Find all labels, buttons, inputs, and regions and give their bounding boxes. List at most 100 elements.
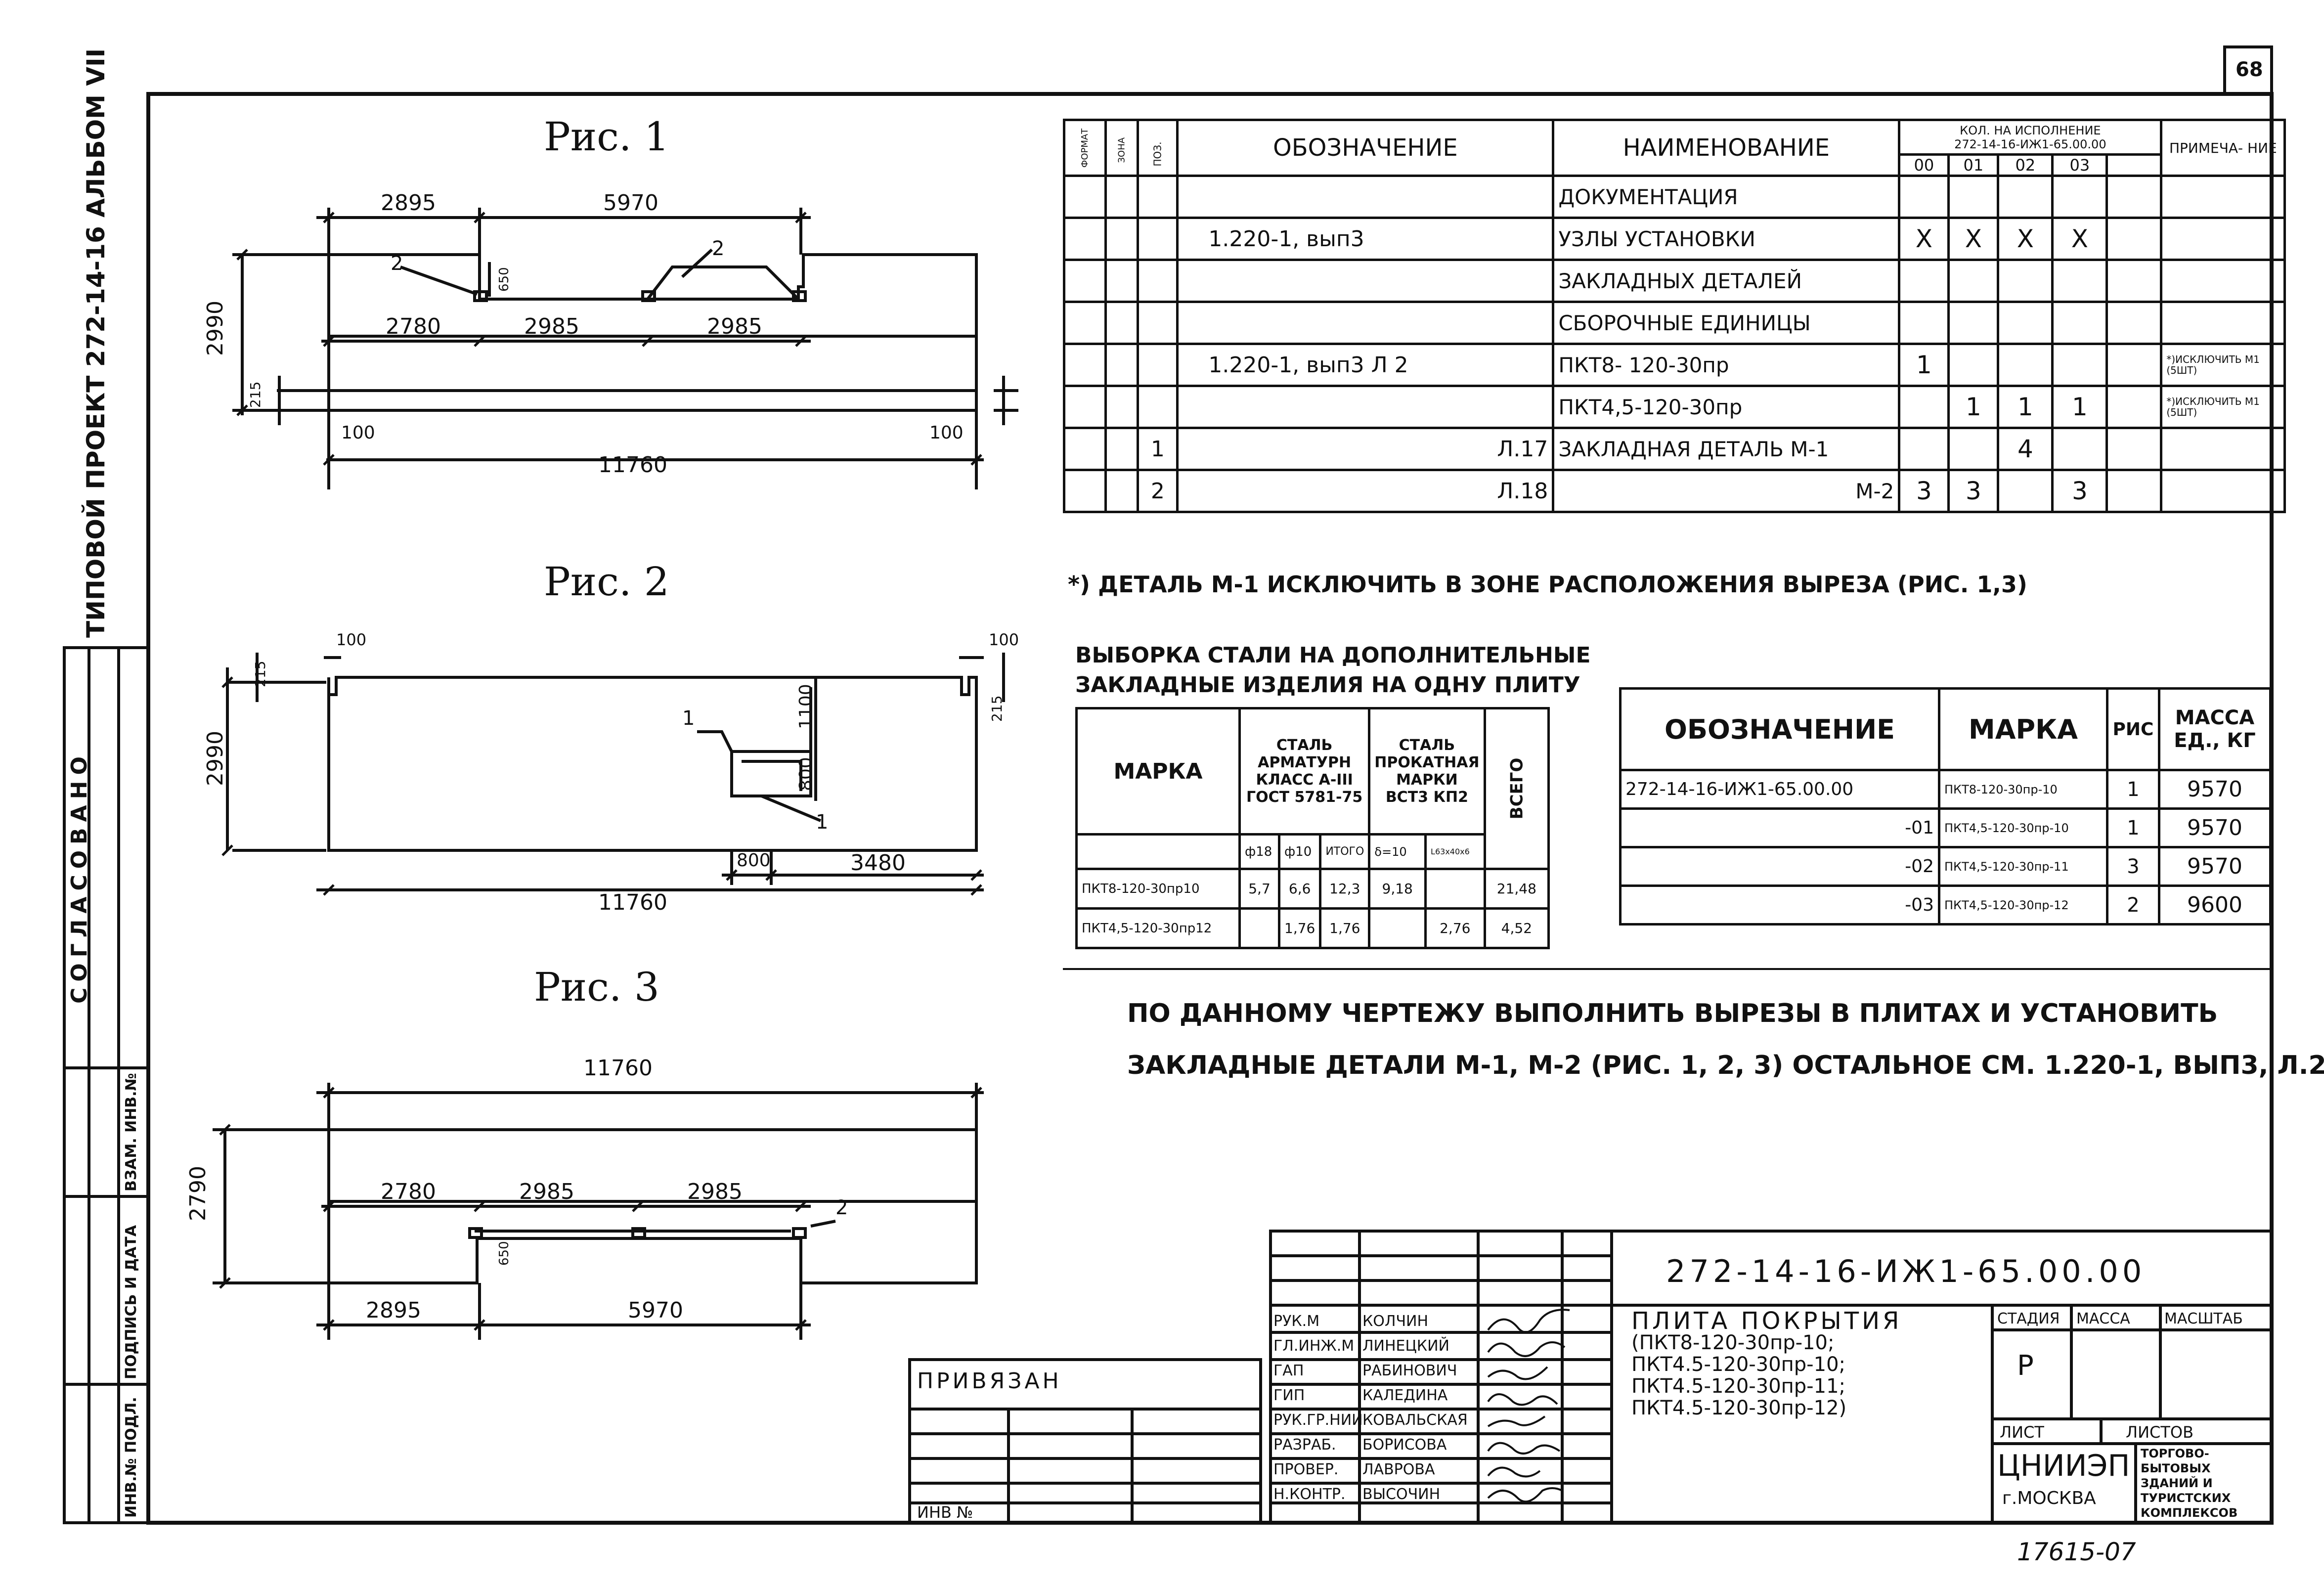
spec-cell-pos	[1137, 175, 1179, 219]
spec-cell-designation	[1176, 175, 1555, 219]
strip-label-inv-original: ИНВ.№ ПОДЛ.	[123, 1397, 140, 1518]
stage-value: Р	[2017, 1350, 2034, 1382]
privyazan-inv: ИНВ №	[917, 1503, 973, 1522]
spec-cell-qty-01	[1947, 175, 2000, 219]
spec-cell-qty-02	[1997, 175, 2054, 219]
mass-table: ОБОЗНАЧЕНИЕ МАРКА РИС МАССА ЕД., КГ 272-…	[1619, 687, 2272, 926]
steel-title-2: ЗАКЛАДНЫЕ ИЗДЕЛИЯ НА ОДНУ ПЛИТУ	[1075, 672, 1580, 698]
mass-cell-weight: 9570	[2158, 807, 2272, 848]
staff-role: ПРОВЕР.	[1273, 1461, 1339, 1478]
figure1-dim-2895: 2895	[381, 190, 436, 216]
sheet-header: ЛИСТ	[2000, 1423, 2044, 1442]
figure1-dim-height: 2990	[203, 301, 228, 356]
spec-header-name: НАИМЕНОВАНИЕ	[1552, 119, 1901, 177]
spec-cell-qty-extra	[2105, 427, 2163, 471]
spec-cell-designation: 1.220-1, вып3 Л 2	[1176, 343, 1555, 387]
figure2-dim-3480: 3480	[850, 850, 906, 876]
doc-name: ПЛИТА ПОКРЫТИЯ (ПКТ8-120-30пр-10; ПКТ4.5…	[1631, 1307, 1902, 1419]
steel-cell-value: 1,76	[1277, 907, 1322, 949]
spec-cell-qty-extra	[2105, 217, 2163, 261]
doc-name-line-2: (ПКТ8-120-30пр-10;	[1631, 1331, 1835, 1354]
spec-cell-qty-extra	[2105, 385, 2163, 429]
spec-header-zone: ЗОНА	[1104, 119, 1140, 177]
spec-cell-qty-03: X	[2051, 217, 2108, 261]
spec-cell-designation: Л.18	[1176, 469, 1555, 513]
steel-cell-value: 6,6	[1277, 868, 1322, 910]
figure2-dim-length: 11760	[598, 890, 667, 915]
copy-number: 17615-07	[2017, 1538, 2136, 1566]
spec-cell-qty-00	[1898, 175, 1950, 219]
org-desc-line-2: БЫТОВЫХ	[2141, 1461, 2211, 1475]
steel-cell-value	[1368, 907, 1427, 949]
steel-sub-angle: L63x40x6	[1424, 833, 1486, 870]
steel-cell-mark: ПКТ4,5-120-30пр12	[1075, 907, 1241, 949]
staff-name: РАБИНОВИЧ	[1362, 1362, 1457, 1379]
spec-cell-qty-00: 1	[1898, 343, 1950, 387]
mass-cell-fig: 1	[2106, 769, 2160, 810]
spec-cell-note	[2160, 259, 2286, 303]
spec-cell-qty-02	[1997, 259, 2054, 303]
spec-cell-note: *)ИСКЛЮЧИТЬ М1 (5ШТ)	[2160, 385, 2286, 429]
strip-label-replace-inv: ВЗАМ. ИНВ.№	[123, 1073, 140, 1191]
mass-cell-weight: 9570	[2158, 846, 2272, 887]
spec-cell-qty-03	[2051, 343, 2108, 387]
sheets-header: ЛИСТОВ	[2126, 1423, 2194, 1442]
spec-cell-format	[1062, 175, 1107, 219]
spec-cell-format	[1062, 385, 1107, 429]
spec-cell-qty-03	[2051, 259, 2108, 303]
staff-name: ВЫСОЧИН	[1362, 1486, 1441, 1503]
spec-cell-qty-00	[1898, 301, 1950, 345]
privyazan-title: ПРИВЯЗАН	[917, 1368, 1062, 1394]
spec-header-format: ФОРМАТ	[1062, 119, 1107, 177]
spec-cell-note	[2160, 427, 2286, 471]
spec-cell-qty-extra	[2105, 469, 2163, 513]
spec-cell-zone	[1104, 385, 1140, 429]
figure1-dim-2985b: 2985	[707, 314, 762, 339]
spec-cell-pos	[1137, 259, 1179, 303]
spec-cell-note	[2160, 469, 2286, 513]
spec-cell-format	[1062, 427, 1107, 471]
spec-cell-zone	[1104, 175, 1140, 219]
staff-role: РУК.ГР.НИИ	[1273, 1412, 1363, 1429]
spec-cell-pos	[1137, 343, 1179, 387]
staff-role: ГИП	[1273, 1387, 1305, 1404]
spec-header-note: ПРИМЕЧА- НИЕ	[2160, 119, 2286, 177]
spec-cell-pos	[1137, 385, 1179, 429]
mass-cell-designation: -03	[1619, 884, 1940, 926]
steel-cell-mark: ПКТ8-120-30пр10	[1075, 868, 1241, 910]
mass-header: МАССА	[2076, 1310, 2130, 1327]
figure1-dim-2985a: 2985	[524, 314, 579, 339]
spec-header-qty-02: 02	[1997, 153, 2054, 177]
steel-sub-itogo: ИТОГО	[1319, 833, 1371, 870]
spec-cell-qty-02	[1997, 469, 2054, 513]
mass-header-fig: РИС	[2106, 687, 2160, 771]
figure3-dim-650: 650	[497, 1241, 512, 1266]
mass-cell-mark: ПКТ8-120-30пр-10	[1938, 769, 2108, 810]
figure2-pos-label-b: 1	[816, 811, 829, 834]
org-city: г.МОСКВА	[2002, 1488, 2096, 1508]
spec-cell-note	[2160, 301, 2286, 345]
strip-label-signature-date: ПОДПИСЬ И ДАТА	[123, 1225, 140, 1379]
spec-cell-qty-01: 3	[1947, 469, 2000, 513]
doc-name-line-1: ПЛИТА ПОКРЫТИЯ	[1631, 1307, 1902, 1335]
figure2-dim-215-left: 215	[252, 661, 268, 687]
steel-cell-value: 1,76	[1319, 907, 1371, 949]
spec-header-qty-00: 00	[1898, 153, 1950, 177]
note-line-2: ЗАКЛАДНЫЕ ДЕТАЛИ М-1, М-2 (РИС. 1, 2, 3)…	[1127, 1051, 2324, 1080]
spec-cell-zone	[1104, 469, 1140, 513]
spec-cell-qty-extra	[2105, 175, 2163, 219]
figure3-dim-2985b: 2985	[687, 1179, 743, 1204]
spec-table: ФОРМАТ ЗОНА ПОЗ. ОБОЗНАЧЕНИЕ НАИМЕНОВАНИ…	[1062, 119, 2286, 513]
spec-cell-qty-02: 1	[1997, 385, 2054, 429]
figure1-dim-215: 215	[247, 381, 263, 408]
steel-sub-f10: ф10	[1277, 833, 1322, 870]
spec-row: ДОКУМЕНТАЦИЯ	[1062, 175, 2286, 219]
spec-cell-designation	[1176, 301, 1555, 345]
spec-cell-zone	[1104, 427, 1140, 471]
